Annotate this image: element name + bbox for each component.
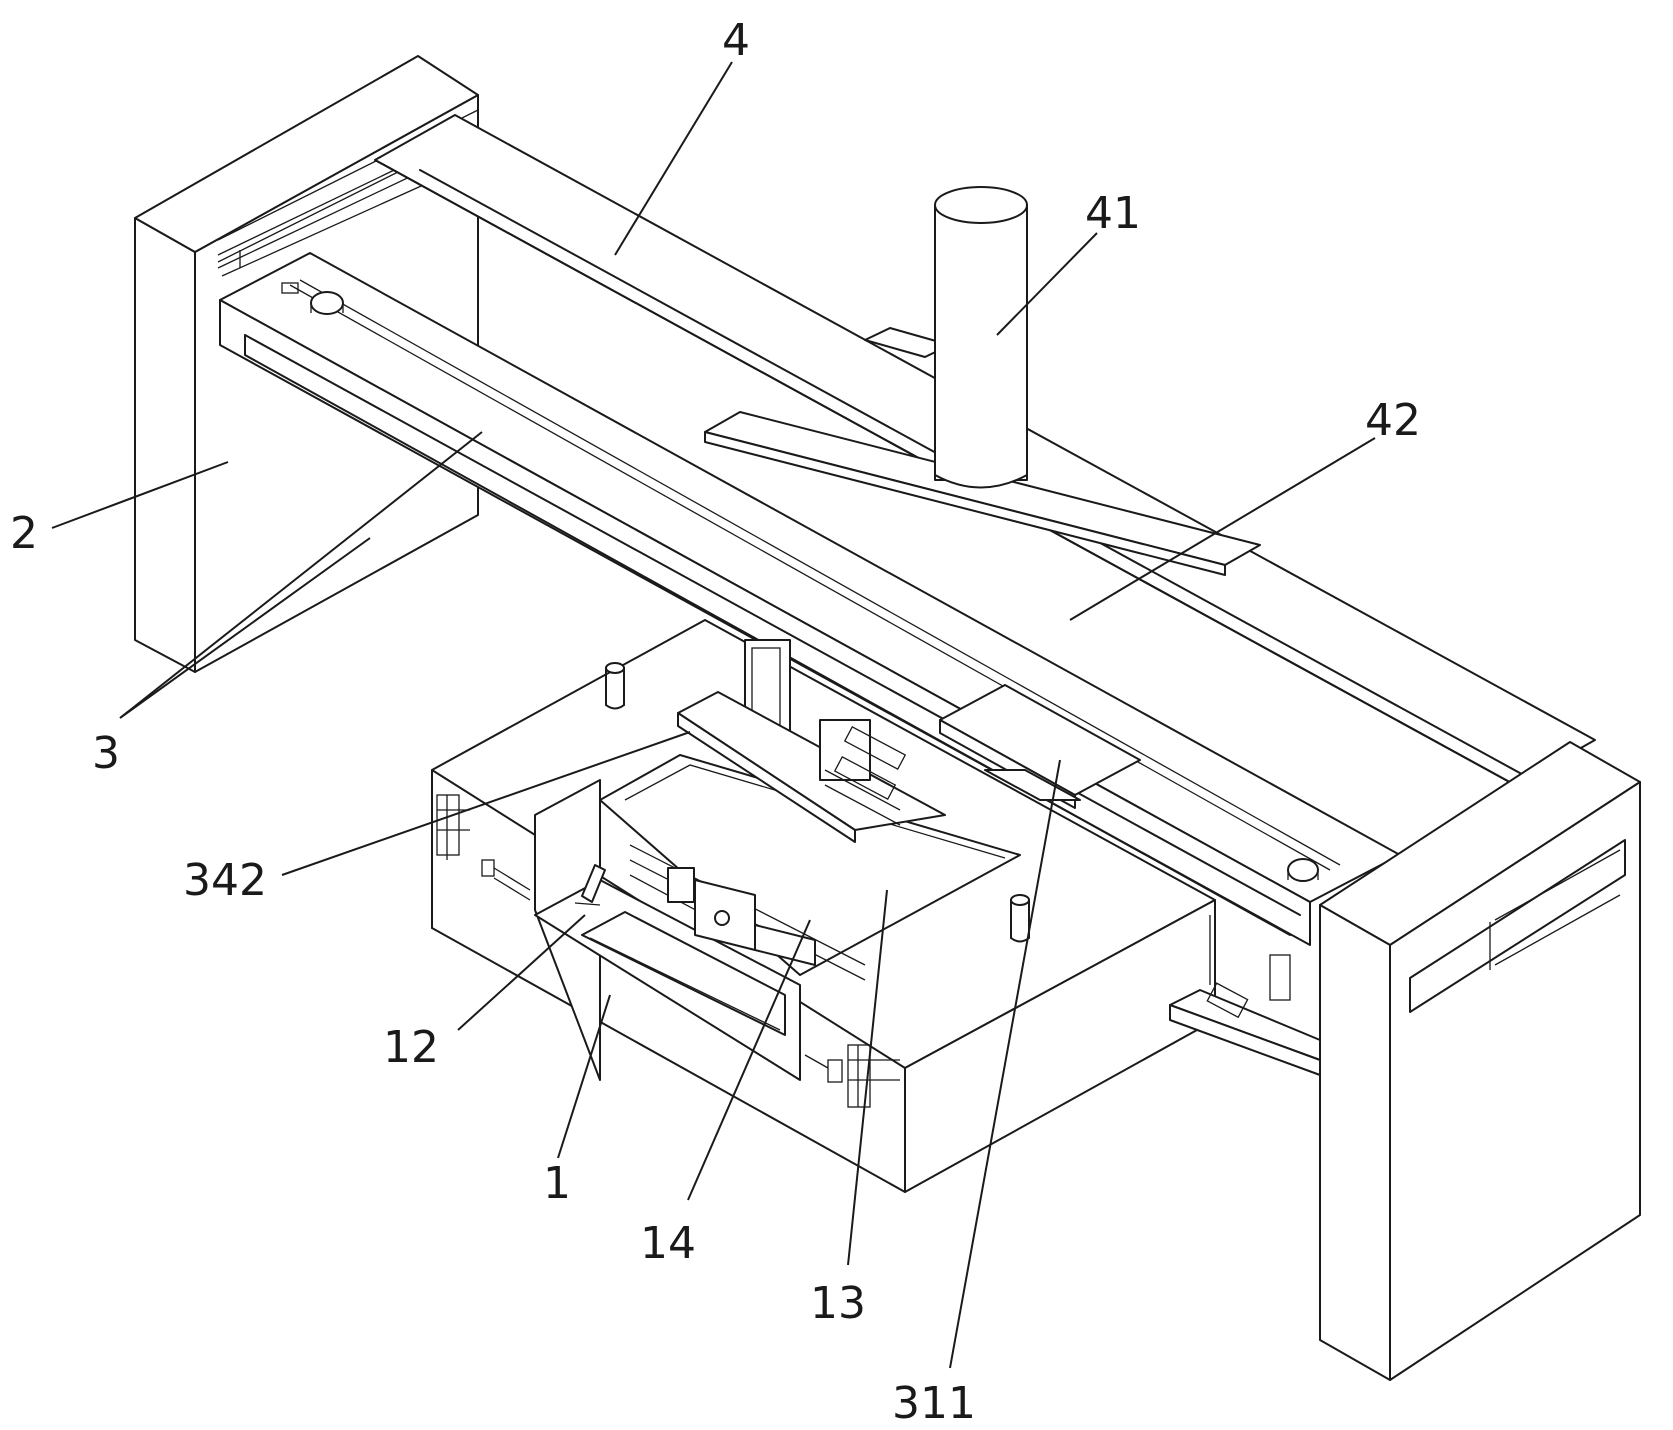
- label-3: 3: [92, 728, 120, 779]
- label-41: 41: [1085, 188, 1141, 239]
- leader-3b: [119, 537, 371, 719]
- leader-1: [557, 994, 611, 1159]
- leader-2: [51, 461, 229, 529]
- leader-42: [1069, 437, 1376, 621]
- leader-4: [614, 61, 733, 256]
- leader-12: [457, 914, 586, 1031]
- label-342: 342: [183, 855, 267, 906]
- leader-311: [949, 759, 1061, 1369]
- leader-41: [996, 232, 1098, 336]
- label-1: 1: [543, 1158, 571, 1209]
- sliding-block: [939, 684, 1141, 809]
- reference-labels: 4 41 42 2 3 342 12 1 14 13 311: [10, 15, 1421, 1429]
- leader-lines: [51, 61, 1376, 1369]
- base-box: [431, 619, 1216, 1193]
- label-42: 42: [1365, 395, 1421, 446]
- label-311: 311: [892, 1378, 976, 1429]
- label-2: 2: [10, 508, 38, 559]
- press-cylinder: [704, 186, 1261, 576]
- label-4: 4: [722, 15, 750, 66]
- label-12: 12: [383, 1022, 439, 1073]
- label-14: 14: [640, 1218, 696, 1269]
- carriage-assembly: [677, 639, 946, 843]
- left-frame-column: [134, 55, 479, 673]
- leader-14: [687, 919, 811, 1201]
- leader-3a: [119, 431, 483, 719]
- label-13: 13: [810, 1278, 866, 1329]
- leader-13: [847, 889, 888, 1266]
- right-frame-column: [1169, 741, 1641, 1381]
- leader-342: [281, 731, 691, 876]
